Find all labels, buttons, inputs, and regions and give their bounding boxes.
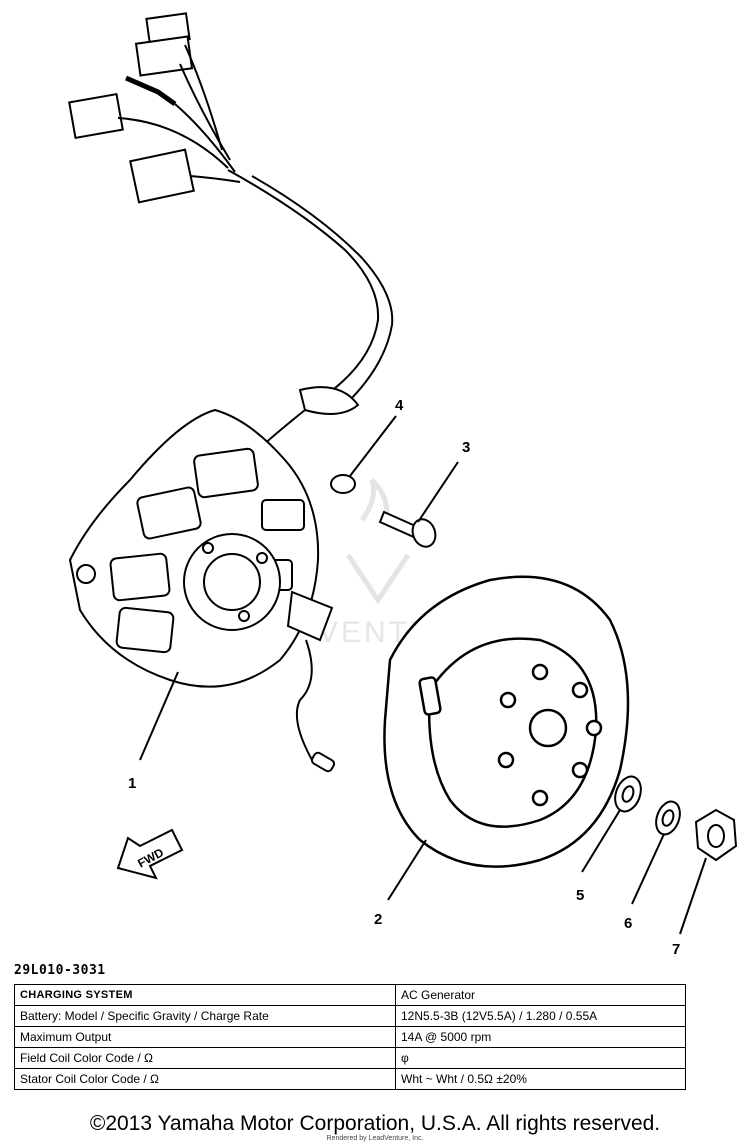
table-row: CHARGING SYSTEM AC Generator — [14, 984, 686, 1006]
callout-2: 2 — [374, 911, 382, 928]
spec-value: AC Generator — [395, 984, 686, 1006]
spec-label: Stator Coil Color Code / Ω — [14, 1068, 396, 1090]
table-row: Battery: Model / Specific Gravity / Char… — [14, 1005, 686, 1027]
spec-label: CHARGING SYSTEM — [14, 984, 396, 1006]
callout-4: 4 — [395, 397, 404, 414]
table-row: Field Coil Color Code / Ω φ — [14, 1047, 686, 1069]
rotor — [383, 575, 630, 868]
callout-1: 1 — [128, 775, 136, 792]
wire-harness — [68, 12, 394, 447]
spec-value: Wht ~ Wht / 0.5Ω ±20% — [395, 1068, 686, 1090]
spec-value: φ — [395, 1047, 686, 1069]
watermark-logo — [345, 478, 411, 605]
rendered-by-text: Rendered by LeadVenture, Inc. — [326, 1135, 424, 1142]
spec-label: Field Coil Color Code / Ω — [14, 1047, 396, 1069]
spec-value: 14A @ 5000 rpm — [395, 1026, 686, 1048]
table-row: Stator Coil Color Code / Ω Wht ~ Wht / 0… — [14, 1068, 686, 1090]
stator-assembly — [68, 408, 336, 773]
washer-flat — [614, 775, 642, 813]
spec-value: 12N5.5-3B (12V5.5A) / 1.280 / 0.55A — [395, 1005, 686, 1027]
callout-5: 5 — [576, 887, 584, 904]
screw — [378, 510, 437, 548]
copyright-text: ©2013 Yamaha Motor Corporation, U.S.A. A… — [89, 1112, 661, 1135]
spec-table: CHARGING SYSTEM AC Generator Battery: Mo… — [14, 984, 686, 1090]
spec-label: Battery: Model / Specific Gravity / Char… — [14, 1005, 396, 1027]
callout-7: 7 — [672, 941, 680, 958]
table-row: Maximum Output 14A @ 5000 rpm — [14, 1026, 686, 1048]
parts-diagram: VENTURE — [68, 12, 738, 958]
lock-washer — [655, 800, 681, 836]
fwd-arrow-icon — [116, 828, 184, 880]
spec-label: Maximum Output — [14, 1026, 396, 1048]
leader-lines — [139, 415, 707, 935]
washer — [330, 474, 356, 494]
nut — [694, 808, 738, 862]
document-code: 29L010-3031 — [14, 963, 106, 978]
callout-3: 3 — [462, 439, 470, 456]
callout-6: 6 — [624, 915, 632, 932]
